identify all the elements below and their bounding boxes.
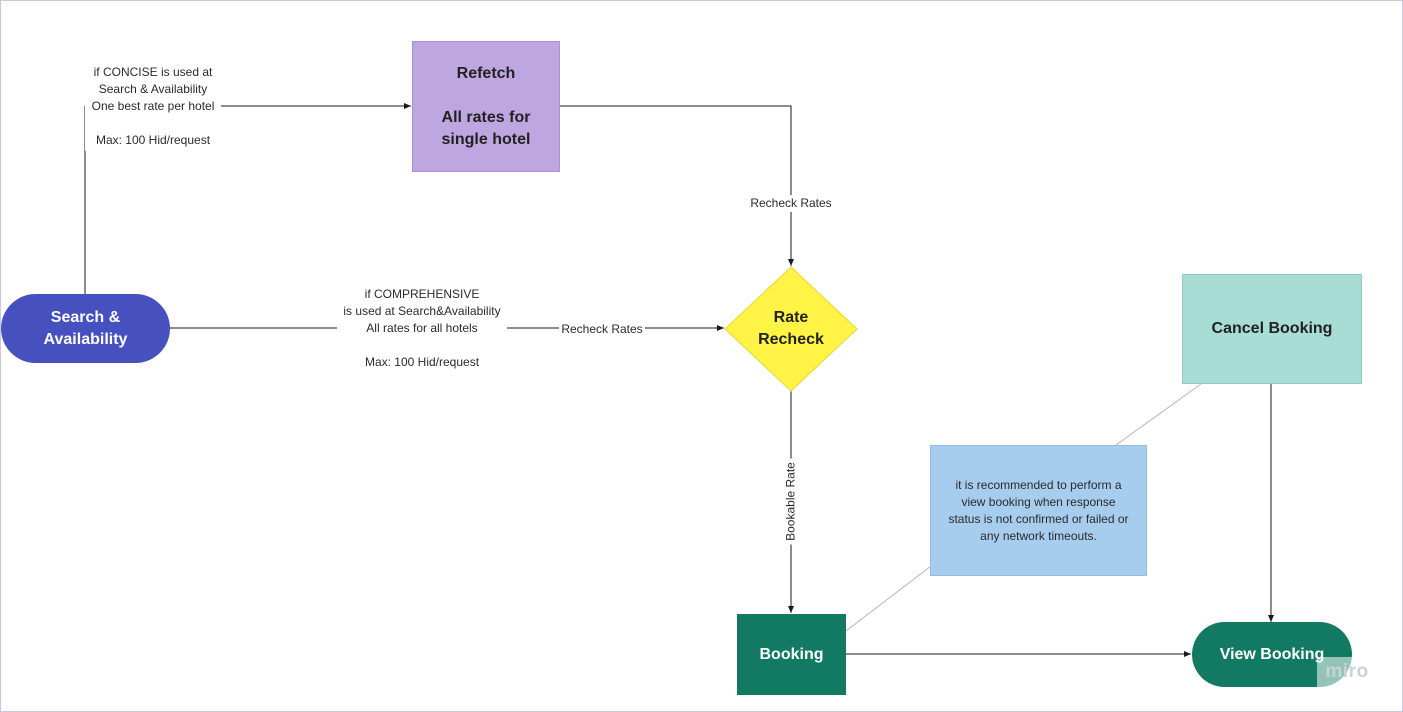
refetch-node[interactable]: Refetch All rates for single hotel: [412, 41, 560, 172]
cancel-booking-node[interactable]: Cancel Booking: [1182, 274, 1362, 384]
rate-recheck-shape[interactable]: [724, 266, 858, 392]
refetch-label: Refetch All rates for single hotel: [441, 64, 531, 148]
note-tether-cancel: [1115, 383, 1202, 446]
cancel-booking-label: Cancel Booking: [1211, 320, 1333, 337]
rate-recheck-label: Rate Recheck: [758, 309, 824, 348]
edge-label-recheck-mid: Recheck Rates: [559, 321, 645, 338]
note-tether-booking: [845, 565, 932, 632]
connector-refetch-to-recheck: [560, 105, 794, 266]
edge-label-bookable-rate: Bookable Rate: [782, 458, 800, 545]
edge-label-recheck-top: Recheck Rates: [749, 195, 833, 212]
recommendation-note-text: it is recommended to perform a view book…: [948, 477, 1129, 543]
edge-label-concise: if CONCISE is used at Search & Availabil…: [85, 64, 221, 151]
booking-label: Booking: [759, 645, 824, 663]
miro-watermark: miro: [1317, 657, 1377, 687]
search-availability-node[interactable]: Search & Availability: [1, 294, 170, 363]
search-availability-label: Search & Availability: [43, 308, 128, 348]
edge-label-comprehensive: if COMPREHENSIVE is used at Search&Avail…: [337, 286, 507, 371]
rate-recheck-node[interactable]: Rate Recheck: [745, 301, 837, 357]
view-booking-label: View Booking: [1219, 645, 1325, 663]
recommendation-note[interactable]: it is recommended to perform a view book…: [930, 445, 1147, 576]
booking-node[interactable]: Booking: [737, 614, 846, 695]
